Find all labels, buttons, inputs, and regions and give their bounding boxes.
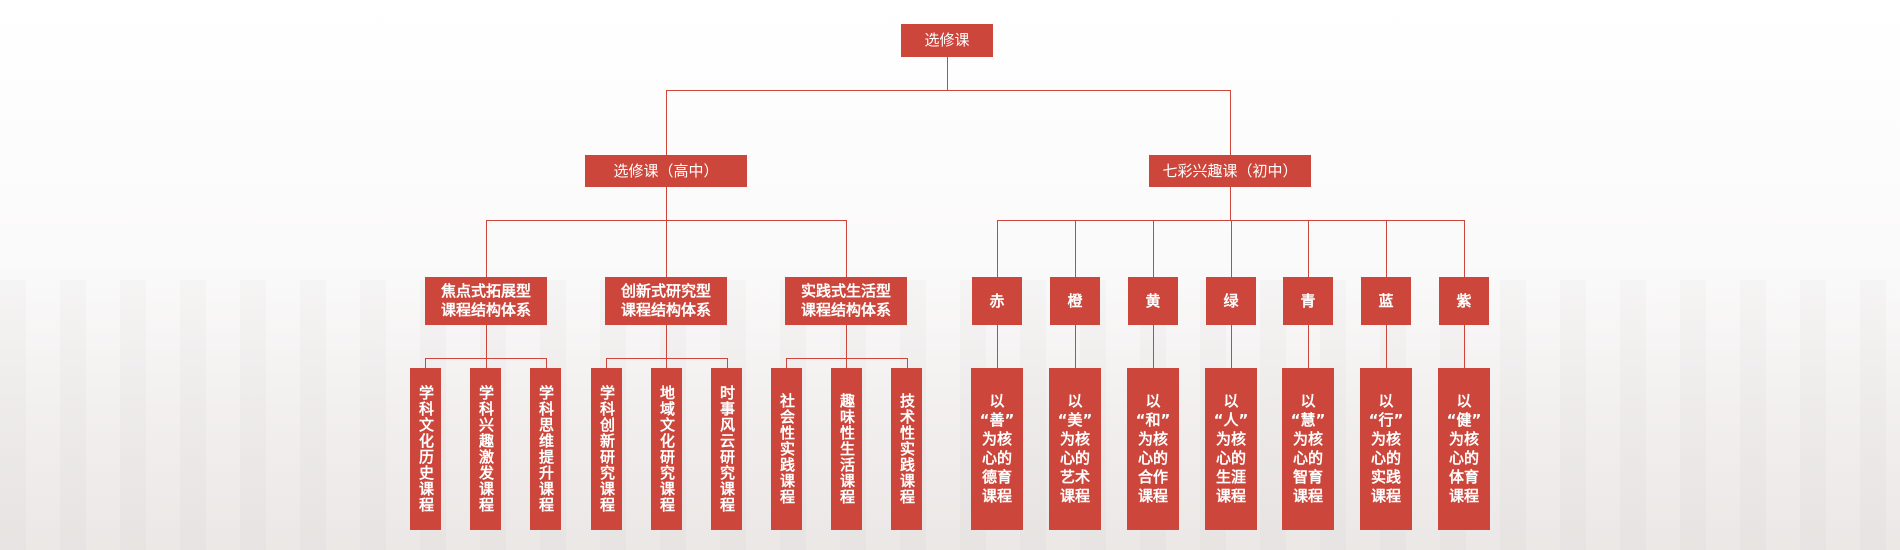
connector xyxy=(846,358,847,368)
color-node-green: 绿 xyxy=(1206,277,1256,325)
connector xyxy=(546,358,547,368)
connector xyxy=(727,358,728,368)
color-node-red: 赤 xyxy=(972,277,1022,325)
color-course-leaf: 以 “健” 为核 心的 体育 课程 xyxy=(1438,368,1490,530)
branch-middle-school: 七彩兴趣课（初中） xyxy=(1149,155,1311,187)
course-leaf: 时事风云研究课程 xyxy=(711,368,742,530)
color-course-leaf: 以 “人” 为核 心的 生涯 课程 xyxy=(1205,368,1257,530)
color-course-leaf: 以 “美” 为核 心的 艺术 课程 xyxy=(1049,368,1101,530)
connector xyxy=(947,57,948,90)
connector xyxy=(997,220,1464,221)
connector xyxy=(1308,220,1309,278)
color-course-leaf: 以 “行” 为核 心的 实践 课程 xyxy=(1360,368,1412,530)
connector xyxy=(1464,220,1465,278)
connector xyxy=(486,220,487,278)
connector xyxy=(486,325,487,358)
connector xyxy=(997,325,998,368)
connector xyxy=(606,358,607,368)
connector xyxy=(1308,325,1309,368)
connector xyxy=(425,358,426,368)
connector xyxy=(666,90,667,156)
course-leaf: 学科思维提升课程 xyxy=(530,368,561,530)
branch-high-school: 选修课（高中） xyxy=(585,155,747,187)
group-node-practice: 实践式生活型 课程结构体系 xyxy=(785,277,907,325)
connector xyxy=(846,325,847,358)
color-node-yellow: 黄 xyxy=(1128,277,1178,325)
connector xyxy=(1153,220,1154,278)
connector xyxy=(666,187,667,220)
course-leaf: 趣味性生活课程 xyxy=(831,368,862,530)
connector xyxy=(907,358,908,368)
connector xyxy=(1075,325,1076,368)
connector xyxy=(666,90,1230,91)
course-leaf: 学科兴趣激发课程 xyxy=(470,368,501,530)
color-course-leaf: 以 “慧” 为核 心的 智育 课程 xyxy=(1282,368,1334,530)
group-node-innovation: 创新式研究型 课程结构体系 xyxy=(605,277,727,325)
connector xyxy=(1386,220,1387,278)
course-leaf: 学科创新研究课程 xyxy=(591,368,622,530)
connector xyxy=(997,220,998,278)
color-node-cyan: 青 xyxy=(1283,277,1333,325)
connector xyxy=(1231,220,1232,278)
course-leaf: 地域文化研究课程 xyxy=(651,368,682,530)
course-leaf: 技术性实践课程 xyxy=(891,368,922,530)
connector xyxy=(1231,325,1232,368)
connector xyxy=(425,358,546,359)
connector xyxy=(666,325,667,358)
color-node-orange: 橙 xyxy=(1050,277,1100,325)
connector xyxy=(1230,90,1231,156)
course-leaf: 学科文化历史课程 xyxy=(410,368,441,530)
connector xyxy=(666,220,667,278)
color-node-purple: 紫 xyxy=(1439,277,1489,325)
background-building-watermark xyxy=(0,280,1900,550)
connector xyxy=(1153,325,1154,368)
color-course-leaf: 以 “善” 为核 心的 德育 课程 xyxy=(971,368,1023,530)
course-leaf: 社会性实践课程 xyxy=(771,368,802,530)
connector xyxy=(786,358,787,368)
connector xyxy=(486,358,487,368)
connector xyxy=(846,220,847,278)
color-course-leaf: 以 “和” 为核 心的 合作 课程 xyxy=(1127,368,1179,530)
connector xyxy=(1230,187,1231,220)
group-node-focus: 焦点式拓展型 课程结构体系 xyxy=(425,277,547,325)
connector xyxy=(1075,220,1076,278)
connector xyxy=(666,358,667,368)
connector xyxy=(1386,325,1387,368)
color-node-blue: 蓝 xyxy=(1361,277,1411,325)
connector xyxy=(1464,325,1465,368)
root-node: 选修课 xyxy=(901,24,993,57)
